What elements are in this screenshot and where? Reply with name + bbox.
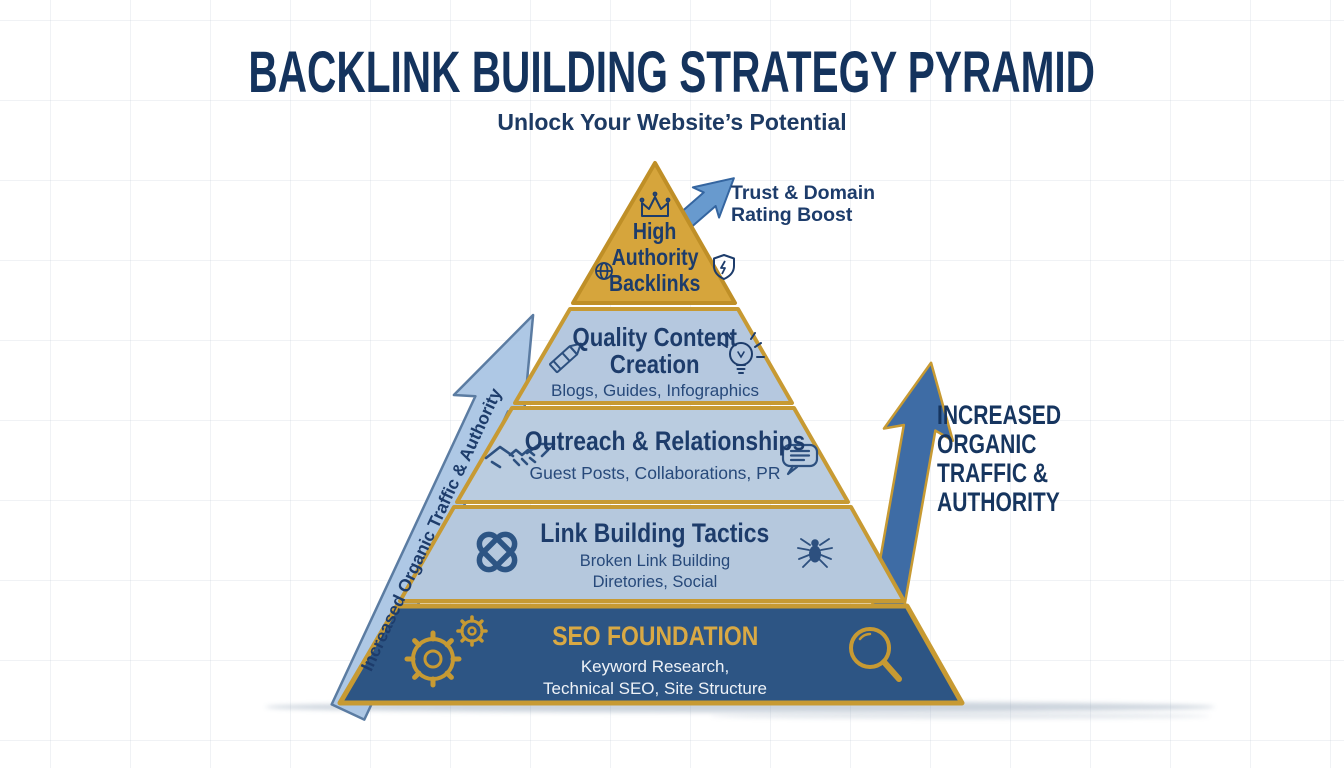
pyramid-level-seo-foundation: [337, 603, 965, 706]
level-outreach-label: Outreach & Relationships Guest Posts, Co…: [500, 427, 810, 483]
trust-boost-label: Trust & Domain Rating Boost: [731, 182, 881, 226]
pyramid-level-outreach: [455, 406, 850, 504]
level2-subtitle: Blogs, Guides, Infographics: [551, 381, 759, 400]
level4-subtitle-line2: Diretories, Social: [592, 573, 718, 591]
level1-line3: Backlinks: [609, 270, 701, 296]
chain-links-icon: [476, 531, 518, 573]
trust-boost-line1: Trust & Domain: [731, 182, 876, 204]
lightbulb-icon: [720, 332, 765, 374]
pyramid-shadow-streak: [710, 713, 1210, 719]
trust-boost-line2: Rating Boost: [731, 203, 853, 226]
right-label-line3: TRAFFIC &: [937, 458, 1049, 488]
globe-icon: [595, 262, 613, 280]
level5-subtitle-line1: Keyword Research,: [580, 657, 730, 676]
level5-title: SEO FOUNDATION: [551, 621, 759, 651]
level4-subtitle-line1: Broken Link Building: [579, 552, 731, 570]
right-growth-label: INCREASED ORGANIC TRAFFIC & AUTHORITY: [937, 401, 1087, 517]
pyramid-level-high-authority: [571, 161, 737, 305]
level-link-building-label: Link Building Tactics Broken Link Buildi…: [500, 519, 810, 593]
level2-title-line1: Quality Content: [572, 322, 738, 352]
page-subtitle-text: Unlock Your Website’s Potential: [497, 109, 847, 135]
level3-subtitle: Guest Posts, Collaborations, PR: [529, 463, 781, 483]
pyramid-level-quality-content: [513, 307, 794, 405]
pencil-icon: [549, 342, 582, 374]
right-growth-arrow: [870, 361, 955, 612]
pyramid-level-link-building: [398, 505, 906, 603]
level-quality-content-label: Quality Content Creation Blogs, Guides, …: [525, 324, 785, 400]
page-title-text: BACKLINK BUILDING STRATEGY PYRAMID: [248, 40, 1096, 105]
magnifier-icon: [849, 627, 902, 682]
page-subtitle: Unlock Your Website’s Potential: [0, 109, 1344, 136]
right-label-line2: ORGANIC: [937, 429, 1037, 459]
spider-icon: [797, 538, 833, 568]
level4-title: Link Building Tactics: [540, 518, 770, 548]
level-high-authority-label: High Authority Backlinks: [570, 218, 740, 296]
level2-title-line2: Creation: [610, 349, 700, 379]
shield-icon: [713, 254, 735, 280]
right-label-line1: INCREASED: [937, 400, 1062, 430]
level-seo-foundation-label: SEO FOUNDATION Keyword Research, Technic…: [500, 621, 810, 700]
level5-subtitle-line2: Technical SEO, Site Structure: [543, 679, 767, 698]
right-label-line4: AUTHORITY: [937, 487, 1060, 517]
level3-title: Outreach & Relationships: [524, 426, 806, 456]
chat-icon: [781, 443, 819, 476]
page-title: BACKLINK BUILDING STRATEGY PYRAMID: [0, 44, 1344, 102]
handshake-icon: [484, 442, 556, 469]
level1-line1: High: [633, 218, 677, 244]
gears-icon: [404, 615, 488, 688]
crown-icon: [639, 191, 671, 217]
level1-line2: Authority: [611, 244, 699, 270]
